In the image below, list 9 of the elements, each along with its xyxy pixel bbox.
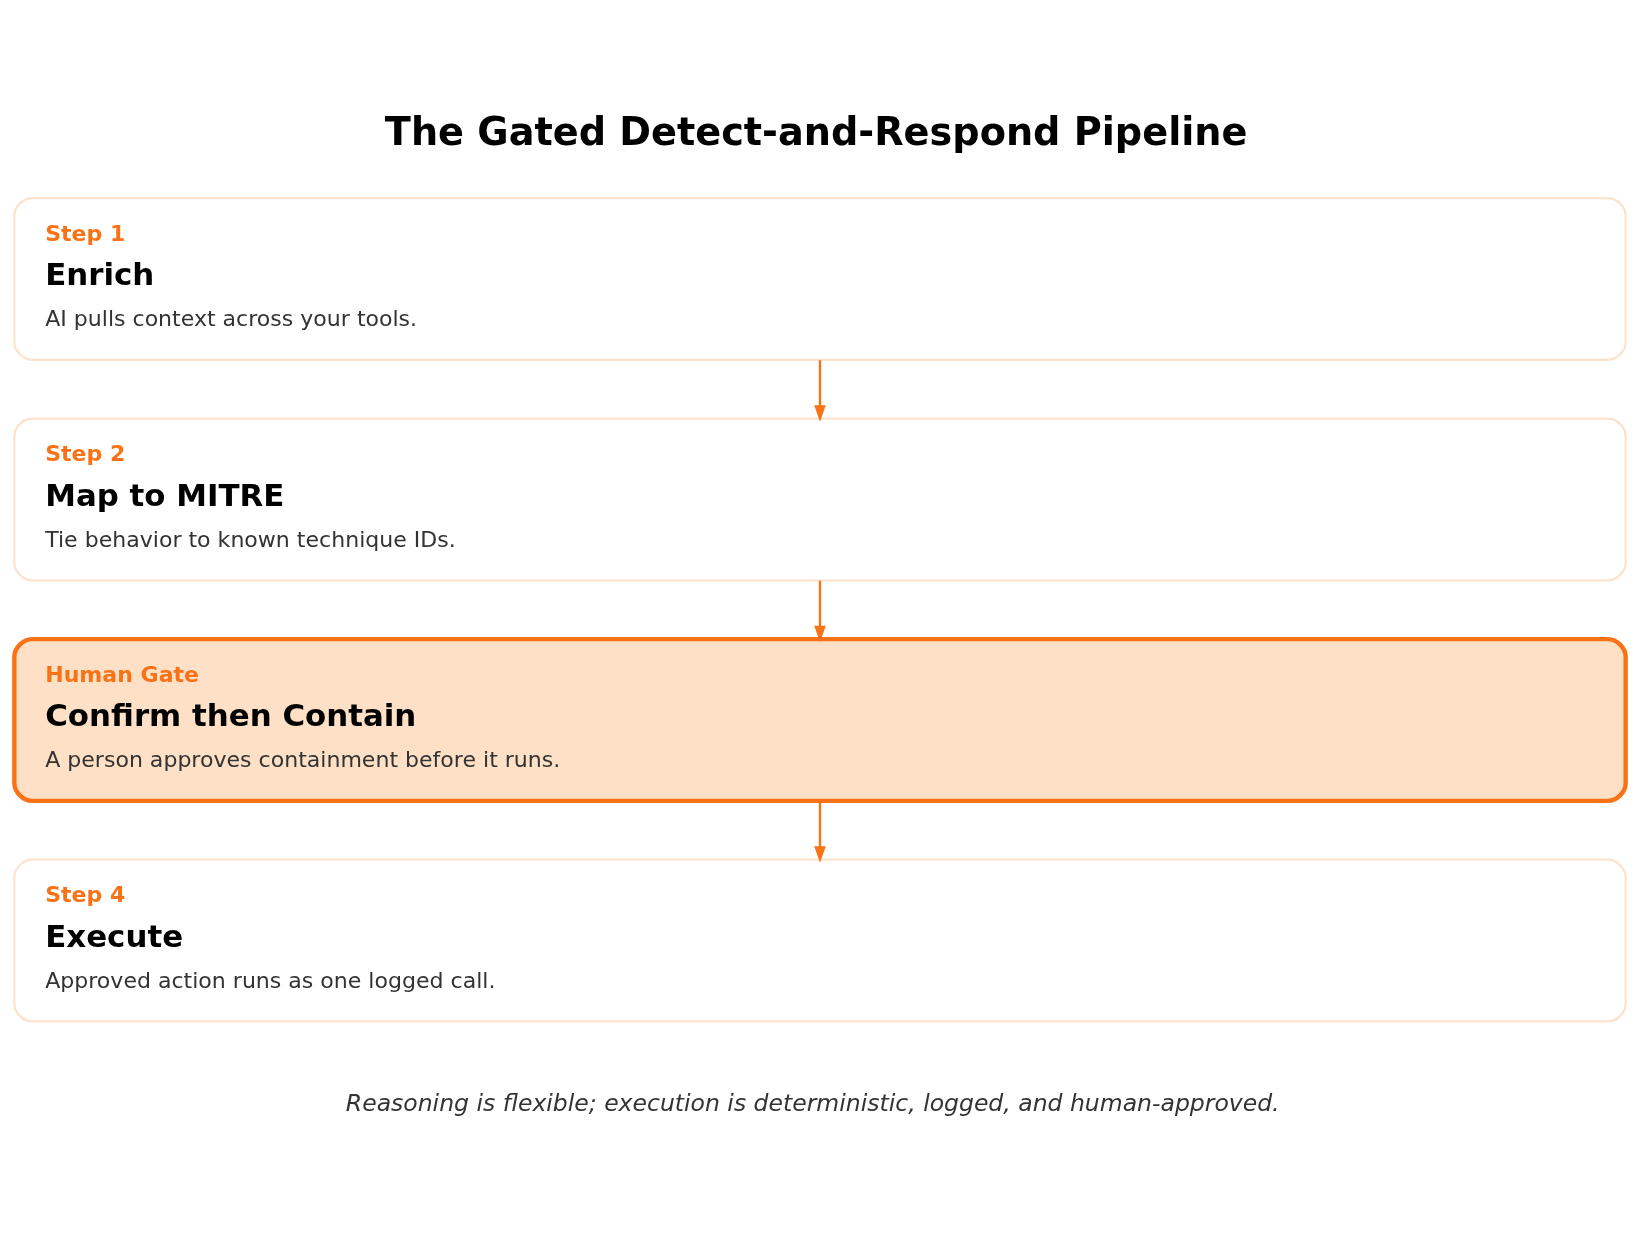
caption: Reasoning is flexible; execution is deterministic, logged, and human-approved. xyxy=(345,1088,1280,1117)
arrow xyxy=(814,800,826,863)
node-box: Step 4 Execute Approved action runs as one logged call. xyxy=(13,858,1627,1022)
node-box: Step 1 Enrich AI pulls context across your tools. xyxy=(13,196,1627,361)
arrow xyxy=(814,580,826,642)
node-box: Step 2 Map to MITRE Tie behavior to known technique IDs. xyxy=(13,417,1627,581)
node-box: Human Gate Confirm then Contain A person approves containment before it runs. xyxy=(12,636,1628,803)
arrow xyxy=(814,359,826,422)
diagram-title: The Gated Detect-and-Respond Pipeline xyxy=(384,109,1248,154)
